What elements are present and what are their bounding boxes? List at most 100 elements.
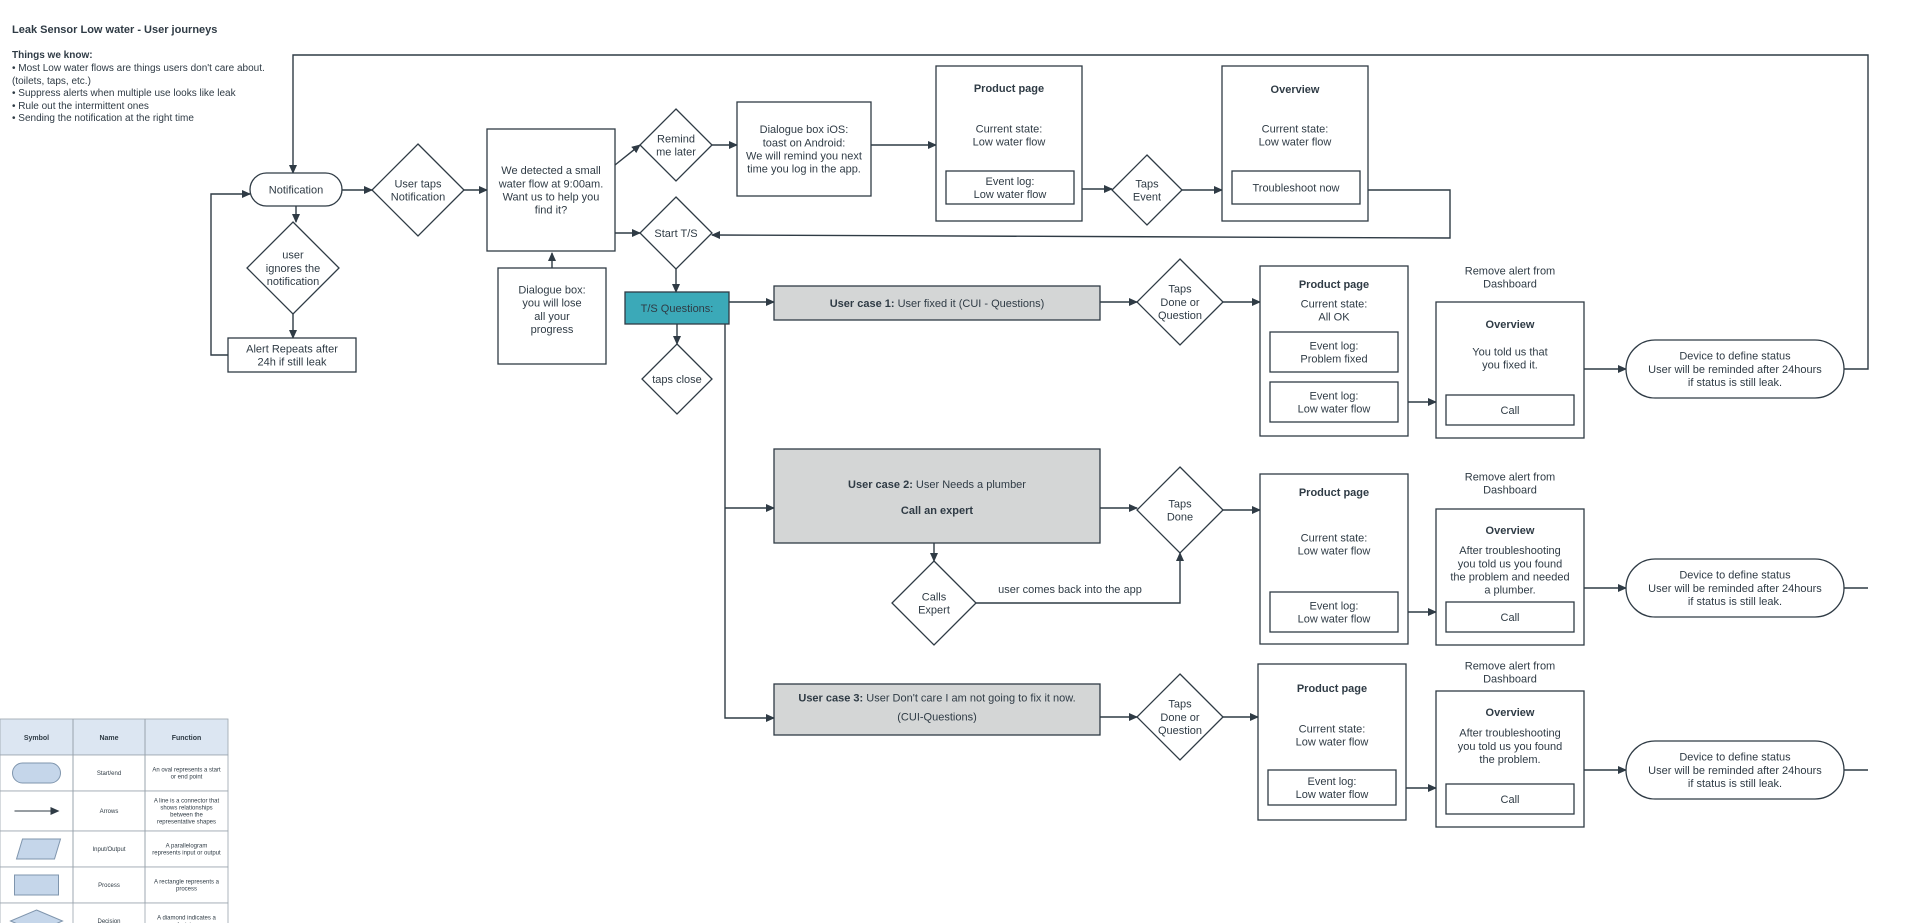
overview-1-title-label: Overview [1486,319,1535,331]
list-item: • Sending the notification at the right … [12,113,194,124]
dialogue-ios-box [736,101,872,197]
product-page-3-title-label: Product page [1297,683,1367,695]
list-item: • Suppress alerts when multiple use look… [12,88,236,99]
edge-troubleshoot-to-start [711,189,1451,240]
user-case-2-box [773,448,1101,544]
user-case-2-box-label: User case 2: User Needs a plumber [848,479,1026,491]
legend-name-label: Process [98,883,120,889]
legend-parallelogram-symbol [15,838,62,860]
edge-top-loop [289,54,1869,370]
legend-name-label: Start/end [97,771,121,777]
device-status-1-node [1625,339,1845,399]
call-2-button-label: Call [1501,612,1520,624]
edge-alert-loop [210,190,251,356]
product-page-1-event-low-label: Event log:Low water flow [1298,390,1371,415]
case-2-decision [1136,466,1224,554]
start-ts-decision-label: Start T/S [654,228,697,240]
product-page-2-event-label: Event log:Low water flow [1298,600,1371,625]
user-case-3-box [773,683,1101,736]
legend-row [0,902,229,923]
user-case-1-box [773,285,1101,321]
legend-name-label: Input/Output [92,847,125,853]
user-taps-decision [371,143,465,237]
product-page-3-event [1267,769,1397,806]
overview-2-title-label: Overview [1486,525,1535,537]
taps-close-decision-label: taps close [652,374,702,386]
list-item: • Most Low water flows are things users … [12,63,265,87]
call-3-button-label: Call [1501,794,1520,806]
things-we-know-heading: Things we know: [12,50,93,61]
legend-rectangle-symbol [14,874,59,896]
ts-questions-box-label: T/S Questions: [641,303,714,315]
device-status-2-node [1625,558,1845,618]
case-1-decision [1136,258,1224,346]
things-we-know-list: • Most Low water flows are things users … [12,63,282,126]
user-case-2-box-subtitle: Call an expert [901,505,973,517]
alert-repeats-box [227,337,357,373]
overview-top-title-label: Overview [1271,84,1320,96]
notification-node [249,172,343,207]
remind-later-decision [639,108,713,182]
legend-oval-symbol [12,762,61,784]
user-case-3-box-subtitle: (CUI-Questions) [897,712,976,724]
call-1-button-label: Call [1501,405,1520,417]
legend-name-label: Decision [97,919,120,923]
page-title: Leak Sensor Low water - User journeys [12,24,218,36]
legend-header-name: Name [99,735,118,742]
user-case-1-box-label: User case 1: User fixed it (CUI - Questi… [830,298,1045,310]
edge-calls-to-d2 [976,552,1184,604]
product-page-1-title-label: Product page [1299,279,1369,291]
product-page-3-state-label: Current state:Low water flow [1296,723,1369,748]
troubleshoot-now-button-label: Troubleshoot now [1252,182,1339,194]
product-page-2-event [1269,591,1399,633]
product-page-3-event-label: Event log:Low water flow [1296,776,1369,801]
legend-header-row [0,718,229,756]
legend-header-symbol: Symbol [24,735,49,742]
product-page-2-state-label: Current state:Low water flow [1298,532,1371,557]
ts-questions-box [624,291,730,325]
product-page-1-event-fixed-label: Event log:Problem fixed [1300,340,1367,365]
product-page-2-title-label: Product page [1299,487,1369,499]
call-2-button [1445,601,1575,633]
product-page-top-event-label: Event log:Low water flow [974,176,1047,201]
product-page-1-event-fixed [1269,331,1399,373]
taps-event-decision [1111,154,1183,226]
legend-name-label: Arrows [100,809,119,815]
product-page-1-state-label: Current state:All OK [1301,298,1368,323]
call-1-button [1445,394,1575,426]
connector-layer [210,54,1869,792]
legend-diamond-symbol [9,909,64,923]
case-3-decision [1136,673,1224,761]
edge-ts-trunk [724,324,775,722]
product-page-top-event [945,170,1075,205]
comes-back-annotation-label: user comes back into the app [998,584,1142,596]
detected-message-box [486,128,616,252]
dialogue-lose-progress-box [497,267,607,365]
user-case-3-box-label: User case 3: User Don't care I am not go… [798,693,1075,705]
start-ts-decision [639,196,713,270]
legend-header-function: Function [172,735,202,742]
calls-expert-decision [891,560,977,646]
edge-detected-to-remind [614,144,641,166]
